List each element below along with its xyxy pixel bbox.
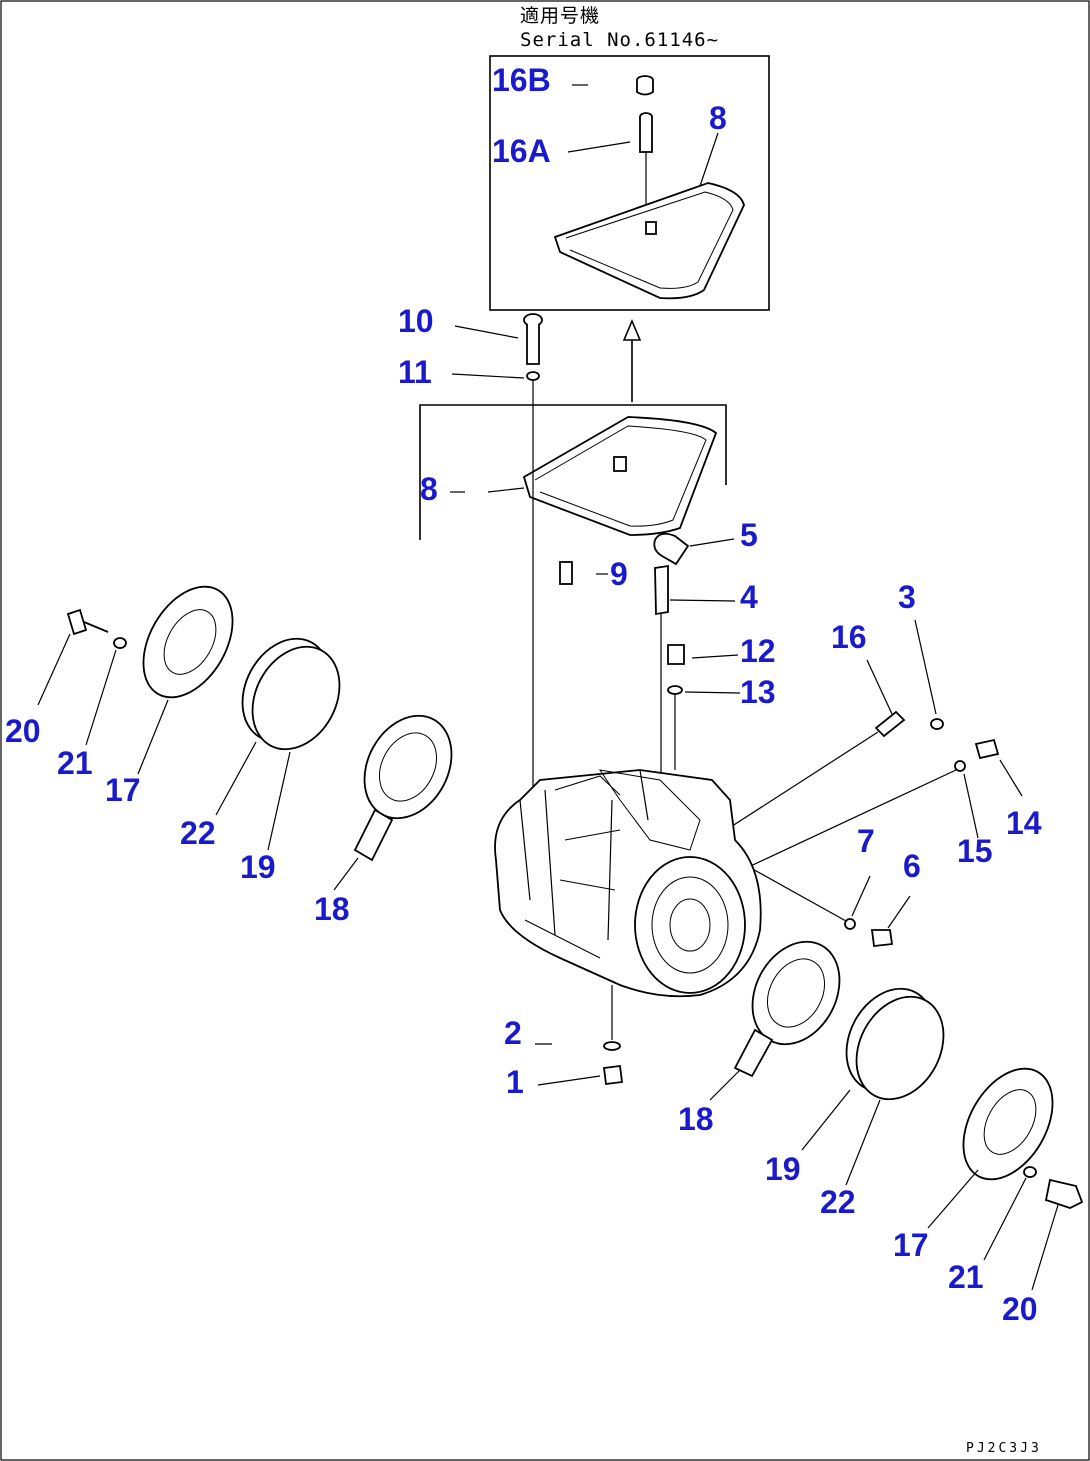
fitting-5-part <box>653 532 690 566</box>
drain-plug-1-part <box>602 1064 624 1086</box>
bolt-12-part <box>667 644 685 665</box>
plug-16-part <box>874 710 906 738</box>
callout-17-left: 17 <box>105 772 141 808</box>
plug-6-part <box>870 929 894 947</box>
seal-ring-19-22-left-part <box>241 637 341 751</box>
transmission-case-part <box>494 769 762 998</box>
washer-11-part <box>526 371 540 381</box>
callout-12: 12 <box>740 633 776 669</box>
callout-5: 5 <box>740 517 758 553</box>
callout-16: 16 <box>831 619 867 655</box>
washer-21-right-part <box>1023 1166 1037 1178</box>
callout-8-inset: 8 <box>709 100 727 136</box>
cover-plate-8-part <box>522 416 718 536</box>
callout-15: 15 <box>957 833 993 869</box>
arrow-up-icon <box>622 318 642 402</box>
seal-ring-19-22-right-part <box>845 987 945 1101</box>
washer-2-part <box>603 1041 621 1051</box>
callout-21-left: 21 <box>57 745 93 781</box>
callout-9: 9 <box>610 556 628 592</box>
inset-cover-plate-part <box>553 182 745 300</box>
callout-13: 13 <box>740 674 776 710</box>
cover-bracket <box>419 404 727 540</box>
callout-10: 10 <box>398 303 434 339</box>
serial-number-text: Serial No.61146~ <box>520 29 719 51</box>
bolt-20-left-part <box>66 608 109 636</box>
callout-16B: 16B <box>492 62 551 98</box>
callout-22-left: 22 <box>180 815 216 851</box>
callout-14: 14 <box>1006 805 1042 841</box>
callout-19-left: 19 <box>240 849 276 885</box>
callout-1: 1 <box>506 1064 524 1100</box>
bolt-20-right-part <box>1044 1178 1084 1209</box>
pin-9-part <box>559 561 573 585</box>
plug-16B-part <box>636 75 654 96</box>
callout-8: 8 <box>420 471 438 507</box>
callout-22-right: 22 <box>820 1184 856 1220</box>
callout-18-left: 18 <box>314 891 350 927</box>
callout-6: 6 <box>903 848 921 884</box>
callout-20-right: 20 <box>1002 1291 1038 1327</box>
shim-18-right-part <box>733 940 841 1078</box>
bearing-cover-17-left-part <box>142 585 234 699</box>
callout-4: 4 <box>740 579 758 615</box>
leader-lines <box>37 84 1059 1291</box>
callout-17-right: 17 <box>893 1227 929 1263</box>
callout-19-right: 19 <box>765 1151 801 1187</box>
callout-18-right: 18 <box>678 1101 714 1137</box>
sensor-4-part <box>654 564 669 780</box>
washer-3-part <box>930 718 944 730</box>
callout-11: 11 <box>398 354 432 390</box>
applicable-serial-heading: 適用号機 <box>520 5 600 27</box>
drawing-code: PJ2C3J3 <box>966 1441 1042 1456</box>
washer-13-part <box>667 685 683 695</box>
washer-7-part <box>844 918 856 930</box>
bearing-cover-17-right-part <box>962 1067 1054 1181</box>
callout-2: 2 <box>504 1015 522 1051</box>
callout-21-right: 21 <box>948 1259 984 1295</box>
bolt-10-part <box>523 313 543 365</box>
callout-labels: 16B 16A 8 10 11 8 5 9 4 12 13 16 3 14 15… <box>5 62 1042 1327</box>
callout-20-left: 20 <box>5 713 41 749</box>
inset-box <box>489 55 770 311</box>
plug-14-part <box>974 738 1000 760</box>
callout-16A: 16A <box>492 133 551 169</box>
washer-15-part <box>954 760 966 772</box>
callout-3: 3 <box>898 579 916 615</box>
shim-18-left-part <box>353 714 453 862</box>
washer-21-left-part <box>113 637 127 649</box>
callout-7: 7 <box>857 823 875 859</box>
